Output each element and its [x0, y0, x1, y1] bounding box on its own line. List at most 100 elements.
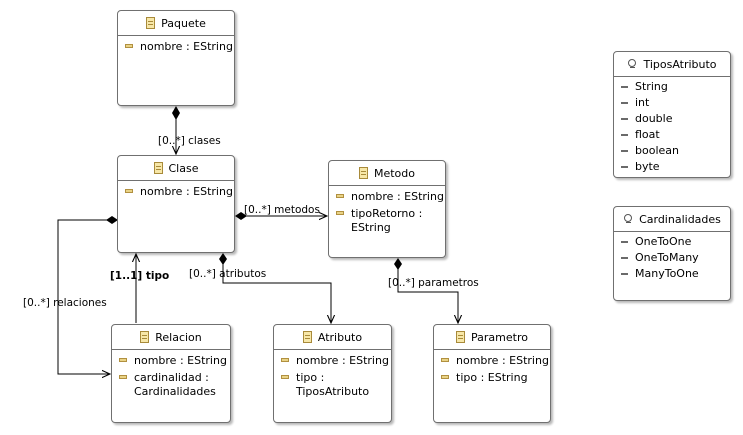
attribute-label: nombre : EString: [296, 354, 389, 367]
literal-icon: [621, 150, 628, 152]
literal-icon: [621, 166, 628, 168]
composition-diamond-metodos: [235, 212, 247, 220]
enum-literal[interactable]: float: [621, 128, 730, 142]
literal-label: float: [635, 128, 660, 141]
enum-literal[interactable]: ManyToOne: [621, 267, 730, 281]
class-parametro[interactable]: Parametro nombre : EString tipo : EStrin…: [433, 324, 551, 423]
attribute-icon: [119, 375, 127, 379]
enum-literal[interactable]: boolean: [621, 144, 730, 158]
attribute-label: nombre : EString: [351, 190, 444, 203]
eenum-icon: [627, 59, 637, 69]
literal-label: ManyToOne: [635, 267, 699, 280]
class-header: Metodo: [329, 161, 445, 186]
enum-literal[interactable]: double: [621, 112, 730, 126]
attribute-row[interactable]: tipoRetorno : EString: [336, 207, 445, 235]
enum-literal[interactable]: byte: [621, 160, 730, 174]
attribute-row[interactable]: nombre : EString: [281, 354, 391, 368]
class-paquete[interactable]: Paquete nombre : EString: [117, 10, 235, 106]
edge-parametros: [397, 265, 458, 323]
enum-literal[interactable]: OneToOne: [621, 235, 730, 249]
class-name: Parametro: [471, 330, 528, 344]
enum-literal[interactable]: String: [621, 80, 730, 94]
edge-label-clases: [0..*] clases: [158, 135, 221, 147]
enum-header: TiposAtributo: [614, 52, 730, 77]
class-name: Paquete: [161, 16, 206, 30]
attribute-icon: [119, 358, 127, 362]
edge-label-atributos: [0..*] atributos: [189, 268, 267, 280]
class-header: Clase: [118, 156, 234, 181]
enum-tipos-atributo[interactable]: TiposAtributo String int double float bo…: [613, 51, 731, 178]
attribute-icon: [125, 189, 133, 193]
edge-label-parametros: [0..*] parametros: [388, 277, 479, 289]
attribute-label: cardinalidad : Cardinalidades: [134, 371, 216, 398]
literal-icon: [621, 241, 628, 243]
class-name: Clase: [168, 161, 199, 175]
attribute-icon: [441, 358, 449, 362]
class-name: Relacion: [155, 330, 202, 344]
literal-icon: [621, 134, 628, 136]
class-relacion[interactable]: Relacion nombre : EString cardinalidad :…: [111, 324, 231, 423]
edge-label-tipo: [1..1] tipo: [110, 270, 170, 282]
enum-cardinalidades[interactable]: Cardinalidades OneToOne OneToMany ManyTo…: [613, 206, 731, 301]
attribute-row[interactable]: nombre : EString: [441, 354, 550, 368]
class-clase[interactable]: Clase nombre : EString: [117, 155, 235, 253]
attribute-row[interactable]: nombre : EString: [125, 40, 234, 54]
composition-diamond-relaciones: [106, 216, 118, 224]
literal-label: int: [635, 96, 650, 109]
enum-literal[interactable]: int: [621, 96, 730, 110]
class-header: Paquete: [118, 11, 234, 36]
attribute-icon: [125, 44, 133, 48]
edge-relaciones: [57, 219, 113, 374]
eclass-icon: [302, 331, 312, 343]
attribute-row[interactable]: tipo : TiposAtributo: [281, 371, 391, 399]
attribute-icon: [441, 375, 449, 379]
attribute-label: nombre : EString: [140, 185, 233, 198]
composition-diamond-clases: [172, 106, 180, 120]
class-atributo[interactable]: Atributo nombre : EString tipo : TiposAt…: [273, 324, 392, 423]
class-name: Metodo: [373, 166, 415, 180]
attribute-icon: [281, 358, 289, 362]
attribute-label: nombre : EString: [456, 354, 549, 367]
attribute-row[interactable]: nombre : EString: [336, 190, 445, 204]
enum-literal[interactable]: OneToMany: [621, 251, 730, 265]
attribute-row[interactable]: nombre : EString: [125, 185, 234, 199]
literal-label: double: [635, 112, 673, 125]
enum-header: Cardinalidades: [614, 207, 730, 232]
class-metodo[interactable]: Metodo nombre : EString tipoRetorno : ES…: [328, 160, 446, 258]
literal-label: OneToOne: [635, 235, 692, 248]
class-header: Parametro: [434, 325, 550, 350]
literal-label: OneToMany: [635, 251, 699, 264]
attribute-icon: [281, 375, 289, 379]
class-header: Relacion: [112, 325, 230, 350]
attribute-label: nombre : EString: [140, 40, 233, 53]
eclass-icon: [456, 331, 466, 343]
composition-diamond-parametros: [394, 258, 402, 270]
enum-name: TiposAtributo: [643, 57, 717, 71]
literal-icon: [621, 102, 628, 104]
eclass-icon: [140, 331, 150, 343]
enum-name: Cardinalidades: [639, 212, 721, 226]
literal-label: byte: [635, 160, 660, 173]
attribute-icon: [336, 211, 344, 215]
literal-icon: [621, 273, 628, 275]
attribute-icon: [336, 194, 344, 198]
literal-icon: [621, 257, 628, 259]
class-name: Atributo: [317, 330, 363, 344]
attribute-label: tipo : TiposAtributo: [296, 371, 370, 398]
attribute-row[interactable]: nombre : EString: [119, 354, 230, 368]
edge-label-metodos: [0..*] metodos: [244, 204, 320, 216]
attribute-label: nombre : EString: [134, 354, 227, 367]
composition-diamond-atributos: [219, 253, 227, 265]
attribute-row[interactable]: cardinalidad : Cardinalidades: [119, 371, 230, 399]
eenum-icon: [623, 214, 633, 224]
literal-label: boolean: [635, 144, 679, 157]
edge-label-relaciones: [0..*] relaciones: [23, 297, 107, 309]
literal-icon: [621, 86, 628, 88]
eclass-icon: [146, 17, 156, 29]
eclass-icon: [358, 167, 368, 179]
eclass-icon: [153, 162, 163, 174]
edge-atributos: [222, 260, 331, 323]
attribute-label: tipo : EString: [456, 371, 528, 384]
attribute-row[interactable]: tipo : EString: [441, 371, 550, 385]
